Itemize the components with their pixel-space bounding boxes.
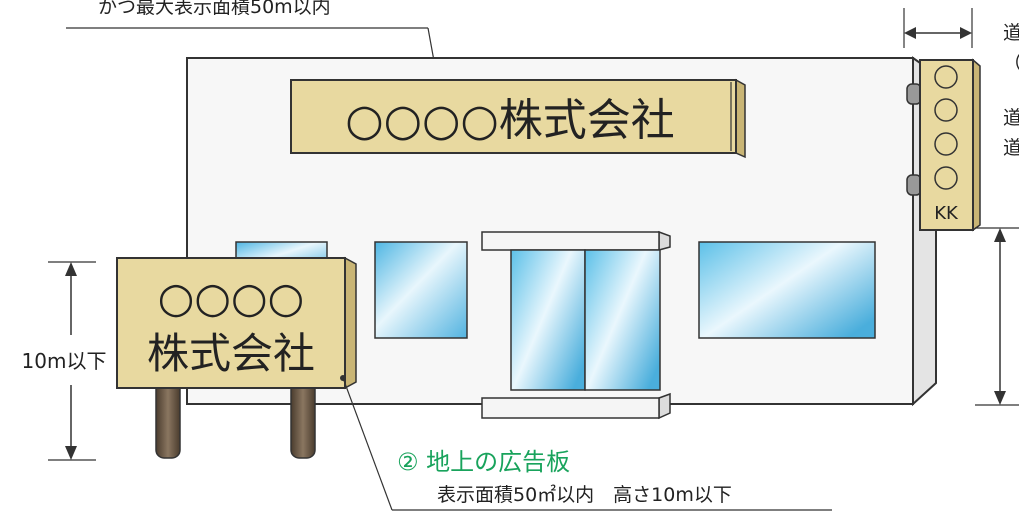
section-title: ② 地上の広告板 bbox=[397, 448, 570, 476]
top-caption-container: かつ最大表示面積50m以内 bbox=[70, 0, 440, 22]
canopy-side bbox=[658, 230, 671, 251]
right-text-4: 道 bbox=[1003, 137, 1019, 159]
width-arrowhead-left bbox=[904, 27, 916, 39]
window-left bbox=[374, 241, 468, 339]
projecting-sign-circle-4 bbox=[934, 166, 958, 190]
wall-sign-side bbox=[735, 78, 746, 159]
right-height-arrowhead-bottom bbox=[994, 391, 1006, 405]
projecting-sign-side bbox=[972, 58, 981, 232]
right-text-3: 道 bbox=[1003, 107, 1019, 129]
left-height-arrowhead-top bbox=[65, 262, 77, 276]
wall-sign bbox=[290, 79, 737, 154]
height-label: 10m以下 bbox=[22, 349, 107, 373]
right-text-1: 道 bbox=[1003, 22, 1019, 44]
sign-mount-top bbox=[906, 83, 922, 105]
entrance-canopy bbox=[481, 231, 660, 251]
ground-sign-line2: 株式会社 bbox=[147, 329, 315, 378]
width-arrowhead-right bbox=[960, 27, 972, 39]
window-right bbox=[698, 241, 876, 339]
door-left bbox=[510, 249, 586, 391]
ground-sign-post-right bbox=[290, 379, 316, 459]
projecting-sign-circle-3 bbox=[934, 132, 958, 156]
entrance-step bbox=[481, 397, 660, 419]
right-partial-text: 道 （ 道 道 bbox=[1000, 0, 1019, 200]
ground-sign-post-left bbox=[155, 379, 181, 459]
wall-sign-text: ○○○○株式会社 bbox=[345, 95, 675, 146]
projecting-sign bbox=[919, 59, 974, 231]
door-right bbox=[584, 249, 661, 391]
right-text-2: （ bbox=[1003, 48, 1019, 75]
sign-mount-bottom bbox=[906, 174, 922, 196]
step-side bbox=[658, 392, 671, 420]
section-caption: 表示面積50㎡以内 高さ10m以下 bbox=[437, 483, 732, 506]
right-height-arrowhead-top bbox=[994, 228, 1006, 242]
left-height-arrowhead-bottom bbox=[65, 446, 77, 460]
projecting-sign-circle-1 bbox=[934, 65, 958, 89]
projecting-sign-circle-2 bbox=[934, 98, 958, 122]
ground-sign-side bbox=[344, 256, 357, 390]
top-caption: かつ最大表示面積50m以内 bbox=[98, 0, 331, 18]
ground-sign bbox=[116, 257, 346, 389]
ground-sign-line1: ○○○○ bbox=[158, 273, 305, 322]
ground-sign-leader bbox=[342, 377, 393, 511]
projecting-sign-label: KK bbox=[934, 203, 959, 224]
